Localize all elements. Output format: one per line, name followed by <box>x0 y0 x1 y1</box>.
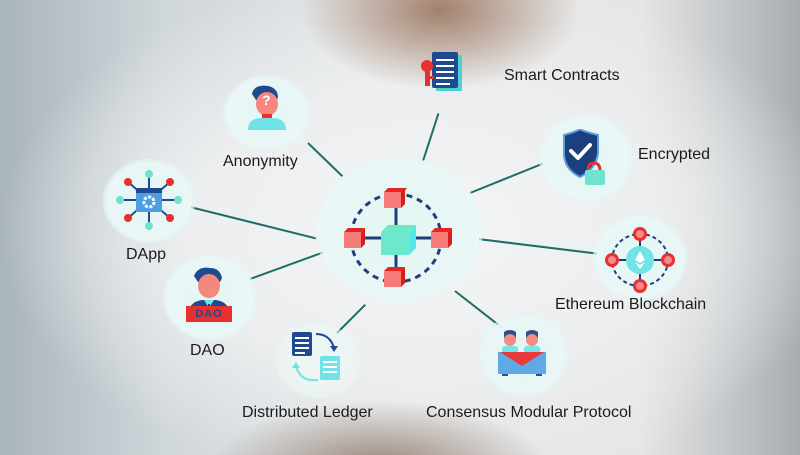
label-encrypted: Encrypted <box>638 146 711 163</box>
node-dapp[interactable] <box>106 162 192 240</box>
node-encrypted[interactable] <box>542 117 630 199</box>
label-smart-contracts: Smart Contracts <box>504 67 620 84</box>
question-mark-badge: ? <box>262 92 271 108</box>
document-sync-icon <box>292 332 340 382</box>
label-dapp: DApp <box>126 246 167 263</box>
blockchain-network-icon <box>344 188 452 287</box>
connector-dao <box>249 250 328 280</box>
label-ethereum-blockchain: Ethereum Blockchain <box>555 296 707 313</box>
dao-badge: DAO <box>195 308 223 320</box>
dapp-gear-network-icon <box>116 170 182 230</box>
label-dao: DAO <box>190 342 225 359</box>
label-consensus: Consensus Modular Protocol <box>426 404 632 421</box>
connector-dapp <box>189 206 317 240</box>
connector-encrypted <box>469 162 545 194</box>
ethereum-network-icon <box>605 227 675 293</box>
anonymous-person-icon <box>248 85 286 130</box>
node-distributed-ledger[interactable] <box>276 324 360 398</box>
node-dao[interactable]: DAO <box>166 258 254 338</box>
connector-ethereum <box>477 238 598 255</box>
center-hub <box>318 160 480 300</box>
node-anonymity[interactable]: ? <box>226 78 308 148</box>
contract-key-icon <box>421 52 462 91</box>
label-distributed-ledger: Distributed Ledger <box>242 404 373 421</box>
node-ethereum-blockchain[interactable] <box>596 218 684 298</box>
dao-person-icon <box>186 267 232 322</box>
shield-lock-icon <box>563 129 605 185</box>
connector-smart-contracts <box>422 113 440 162</box>
label-anonymity: Anonymity <box>223 153 298 170</box>
voting-users-icon <box>498 330 546 376</box>
node-consensus[interactable] <box>482 316 566 394</box>
